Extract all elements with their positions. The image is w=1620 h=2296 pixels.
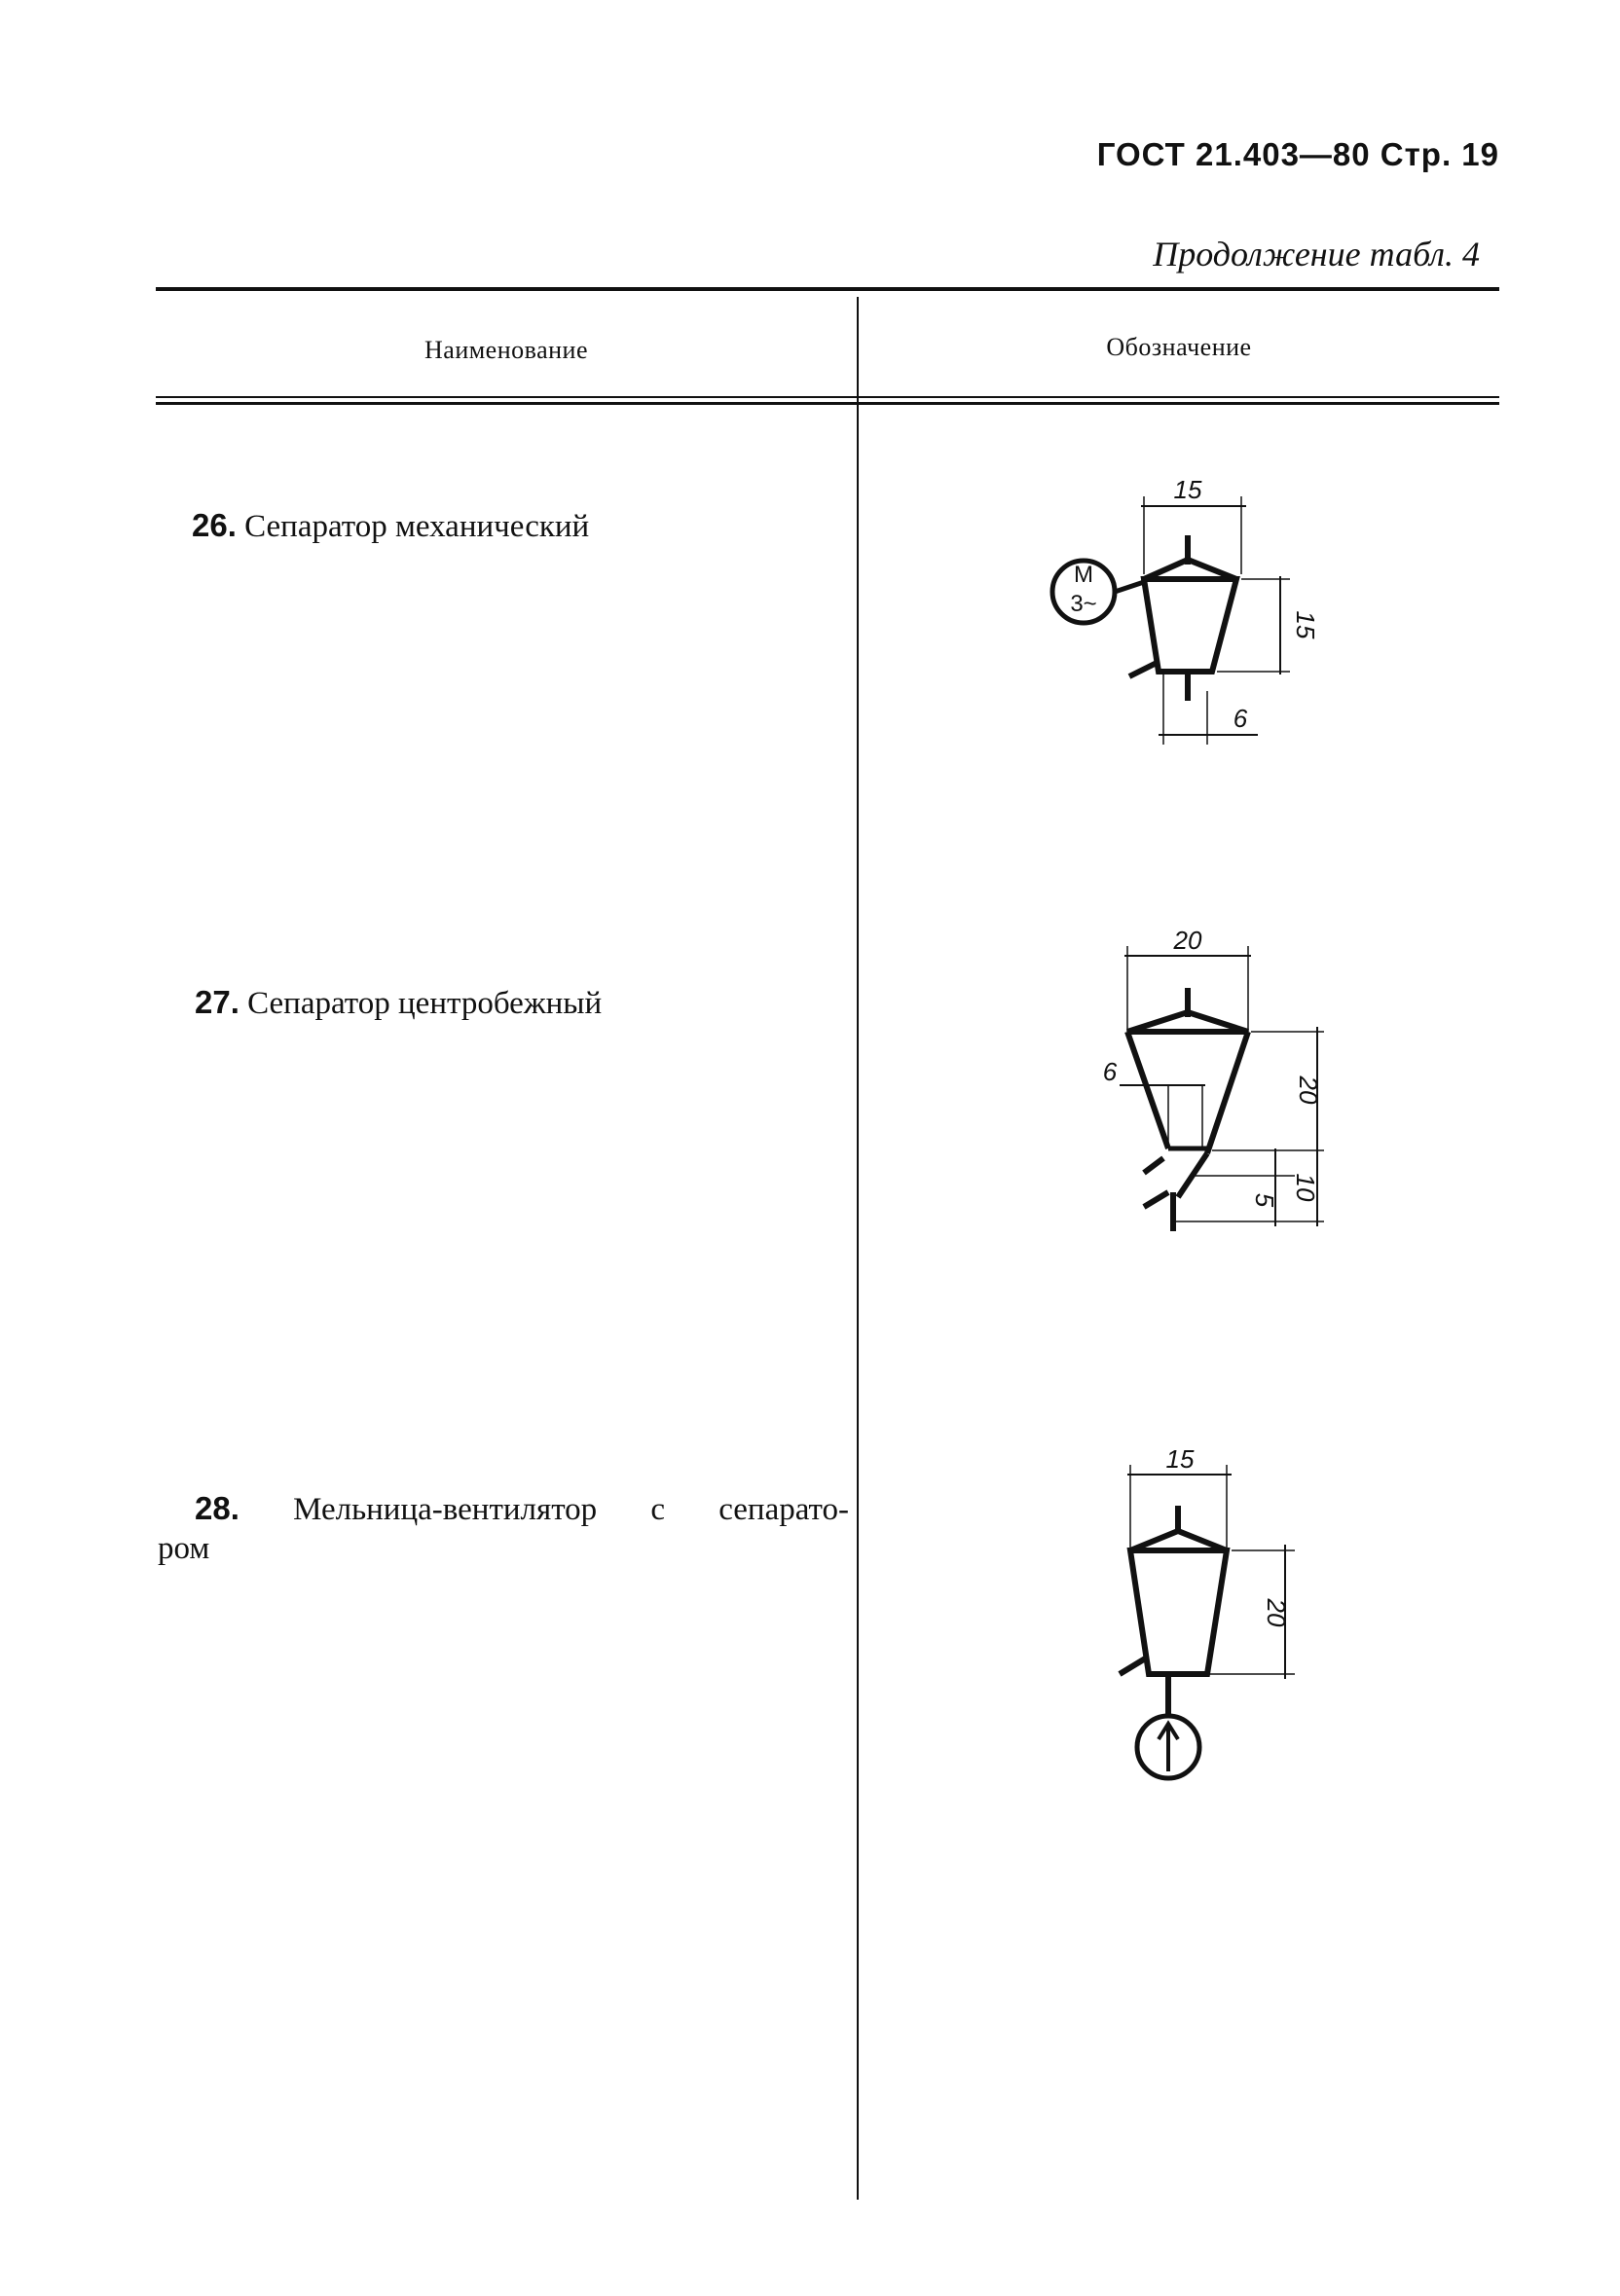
item-name: Сепаратор механический	[244, 509, 590, 544]
item-number: 28.	[195, 1490, 239, 1526]
dimension-label: 6	[1233, 704, 1248, 733]
centrifugal-separator-symbol: 20 20 6 5 10	[1081, 925, 1353, 1251]
column-header-name: Наименование	[424, 336, 588, 364]
motor-label: 3~	[1070, 591, 1096, 617]
item-name-continuation: ром	[158, 1531, 210, 1566]
item-name: Сепаратор центробежный	[247, 986, 603, 1021]
table-continuation-caption: Продолжение табл. 4	[1153, 235, 1480, 273]
dimension-label: 15	[1174, 475, 1202, 504]
dimension-label: 20	[1262, 1598, 1291, 1627]
dimension-label: 20	[1173, 926, 1202, 955]
item-number: 26.	[192, 507, 237, 543]
item-number: 27.	[195, 984, 239, 1020]
dimension-label: 5	[1250, 1193, 1279, 1208]
dimension-label: 20	[1294, 1075, 1323, 1105]
table-row: 27. Сепаратор центробежный	[195, 983, 602, 1023]
column-divider	[857, 297, 859, 2200]
table-top-rule	[156, 287, 1499, 291]
dimension-label: 10	[1291, 1174, 1320, 1202]
dimension-label: 15	[1291, 611, 1320, 639]
dimension-label: 6	[1103, 1057, 1118, 1086]
table-row: 26. Сепаратор механический	[192, 506, 589, 546]
item-name: Мельница-вентилятор с сепарато-	[293, 1492, 849, 1527]
table-row: 28. Мельница-вентилятор с сепарато- ром	[158, 1489, 849, 1568]
column-header-symbol: Обозначение	[1106, 333, 1252, 361]
page-header: ГОСТ 21.403—80 Стр. 19	[1096, 136, 1499, 172]
dimension-label: 15	[1166, 1444, 1195, 1474]
table-header-rule-2	[156, 402, 1499, 405]
motor-label: М	[1074, 562, 1093, 588]
table-header-rule	[156, 396, 1499, 398]
mill-fan-separator-symbol: 15 20	[1090, 1436, 1324, 1810]
mechanical-separator-symbol: 15 15 6 М 3~	[1032, 467, 1324, 764]
